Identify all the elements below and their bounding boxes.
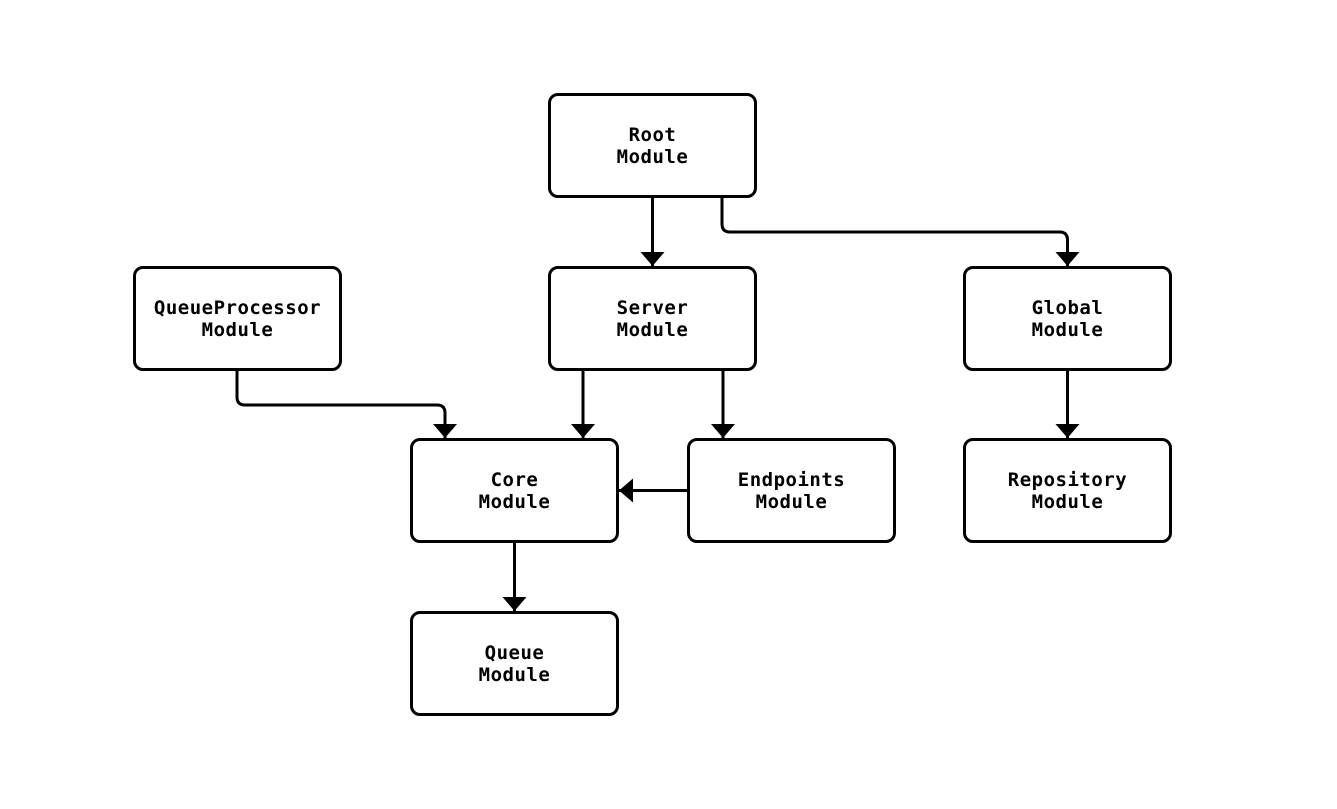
node-label-line2: Module (1031, 318, 1104, 341)
node-endpoints-module: Endpoints Module (687, 438, 896, 543)
node-label-line1: Endpoints (737, 468, 846, 491)
node-label-line1: Queue (484, 641, 545, 664)
node-label-line2: Module (616, 318, 689, 341)
node-label-line1: QueueProcessor (153, 296, 322, 319)
node-label-line1: Core (490, 468, 539, 491)
node-server-module: Server Module (548, 266, 757, 371)
node-label-line1: Global (1031, 296, 1104, 319)
node-label-line2: Module (616, 145, 689, 168)
node-label-line1: Repository (1007, 468, 1128, 491)
edge-root-to-global (720, 198, 1080, 266)
node-label-line2: Module (478, 663, 551, 686)
node-queueprocessor-module: QueueProcessor Module (133, 266, 342, 371)
node-label-line2: Module (1031, 490, 1104, 513)
node-global-module: Global Module (963, 266, 1172, 371)
node-label-line2: Module (478, 490, 551, 513)
node-label-line2: Module (755, 490, 828, 513)
node-label-line1: Server (616, 296, 689, 319)
node-queue-module: Queue Module (410, 611, 619, 716)
node-label-line1: Root (628, 123, 677, 146)
edge-queueprocessor-to-core (235, 371, 457, 438)
node-label-line2: Module (201, 318, 274, 341)
node-root-module: Root Module (548, 93, 757, 198)
node-core-module: Core Module (410, 438, 619, 543)
node-repository-module: Repository Module (963, 438, 1172, 543)
